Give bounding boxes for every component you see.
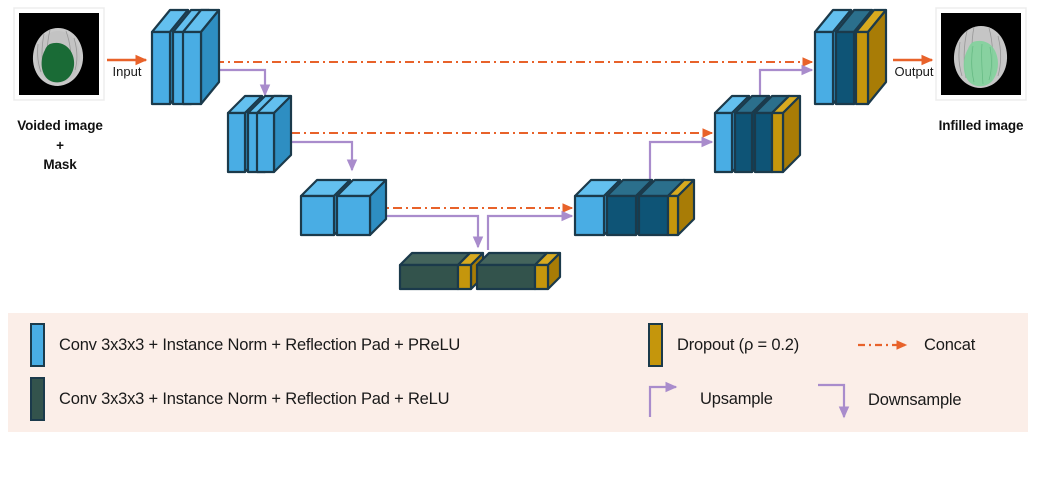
downsample-arrow-icon	[818, 383, 850, 419]
legend-item-conv-relu: Conv 3x3x3 + Instance Norm + Reflection …	[30, 377, 450, 421]
input-brain-image	[13, 7, 105, 101]
conv-relu-swatch	[30, 377, 45, 421]
legend-item-concat: Concat	[856, 323, 975, 367]
legend-label-conv-relu: Conv 3x3x3 + Instance Norm + Reflection …	[59, 389, 450, 408]
dropout-slab	[770, 94, 802, 174]
legend-item-conv-prelu: Conv 3x3x3 + Instance Norm + Reflection …	[30, 323, 460, 367]
legend-label-upsample: Upsample	[700, 389, 773, 408]
upsample-arrow-icon	[648, 381, 678, 417]
conv-slab	[255, 94, 293, 174]
conv-slab	[181, 8, 221, 106]
output-arrow-label: Output	[894, 64, 934, 79]
legend-label-concat: Concat	[924, 335, 976, 354]
encoder-block-level-3	[299, 178, 388, 237]
decoder-block-level-3	[573, 178, 696, 237]
decoder-block-level-2	[713, 94, 802, 174]
input-image-caption: Voided image + Mask	[0, 116, 120, 175]
legend-label-dropout: Dropout (ρ = 0.2)	[677, 335, 800, 354]
dropout-swatch	[648, 323, 663, 367]
legend-item-downsample: Downsample	[816, 377, 962, 423]
encoder-block-level-1	[150, 8, 221, 106]
legend-item-dropout: Dropout (ρ = 0.2)	[648, 323, 799, 367]
dropout-slab	[666, 178, 696, 237]
input-caption-line-1: Voided image	[17, 118, 103, 133]
input-arrow-label: Input	[112, 64, 142, 79]
legend-label-downsample: Downsample	[868, 390, 962, 409]
legend-row-2: Conv 3x3x3 + Instance Norm + Reflection …	[8, 375, 1028, 434]
input-caption-line-3: Mask	[43, 157, 77, 173]
skip-connections	[196, 57, 814, 213]
upsample-3	[486, 210, 574, 250]
dropout-slab	[854, 8, 888, 106]
decoder-block-level-1	[813, 8, 888, 106]
bottleneck-blocks	[398, 251, 562, 291]
dropout-slab	[533, 251, 562, 291]
output-brain-image	[935, 7, 1027, 101]
downsample-3	[348, 214, 484, 249]
output-image-caption: Infilled image	[938, 118, 1024, 133]
legend-label-conv-prelu: Conv 3x3x3 + Instance Norm + Reflection …	[59, 335, 461, 354]
input-caption-line-2: +	[56, 137, 64, 153]
legend-row-1: Conv 3x3x3 + Instance Norm + Reflection …	[8, 317, 1028, 376]
conv-slab	[335, 178, 388, 237]
legend-panel: Conv 3x3x3 + Instance Norm + Reflection …	[8, 313, 1028, 432]
concat-arrow-icon	[858, 340, 908, 350]
encoder-block-level-2	[226, 94, 293, 174]
conv-prelu-swatch	[30, 323, 45, 367]
legend-item-upsample: Upsample	[646, 377, 773, 421]
